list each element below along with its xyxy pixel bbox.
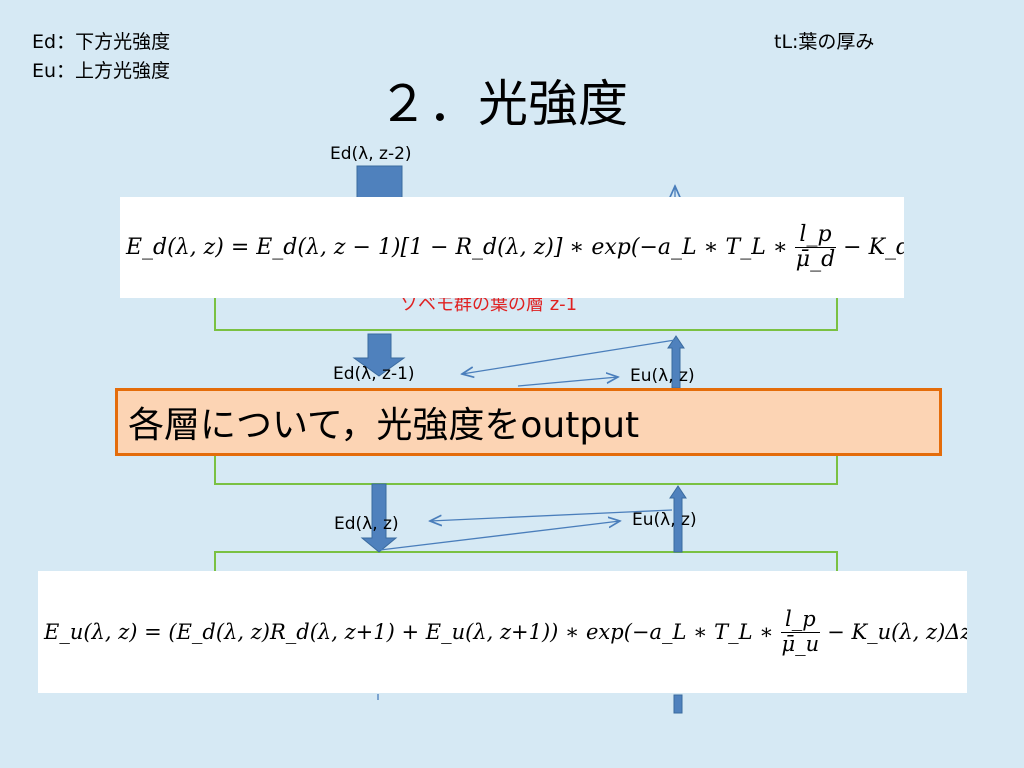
equation-ed-lhs: E_d(λ, z) = E_d(λ, z − 1)[1 − R_d(λ, z)]…	[126, 235, 788, 260]
equation-ed-box: E_d(λ, z) = E_d(λ, z − 1)[1 − R_d(λ, z)]…	[120, 197, 904, 298]
equation-eu-denominator: μ̄_u	[781, 631, 820, 656]
equation-ed-rhs: − K_d(λ, z)Δz)	[843, 235, 904, 260]
up-arrow-lower	[669, 485, 687, 553]
down-arrow-lower	[360, 483, 398, 553]
equation-ed-fraction: l_p μ̄_d	[792, 222, 839, 272]
equation-ed-numerator: l_p	[795, 222, 836, 248]
equation-eu-lhs: E_u(λ, z) = (E_d(λ, z)R_d(λ, z+1) + E_u(…	[44, 620, 774, 644]
equation-eu: E_u(λ, z) = (E_d(λ, z)R_d(λ, z+1) + E_u(…	[38, 571, 967, 693]
legend-ed: Ed：下方光強度	[32, 31, 171, 53]
label-eu-z-upper: Eu(λ, z)	[630, 366, 695, 386]
up-arrow-bottom-stub	[673, 694, 683, 714]
label-eu-z-lower: Eu(λ, z)	[632, 510, 697, 530]
equation-eu-box: E_u(λ, z) = (E_d(λ, z)R_d(λ, z+1) + E_u(…	[38, 571, 967, 693]
output-banner-text: 各層について，光強度をoutput	[128, 405, 640, 446]
legend-tl: tL:葉の厚み	[774, 31, 875, 53]
equation-ed-denominator: μ̄_d	[795, 247, 836, 272]
equation-ed: E_d(λ, z) = E_d(λ, z − 1)[1 − R_d(λ, z)]…	[120, 197, 904, 298]
label-layer-upper: ソベモ群の葉の層 z-1	[400, 294, 578, 315]
equation-eu-numerator: l_p	[780, 608, 820, 633]
label-ed-z1: Ed(λ, z-1)	[333, 364, 415, 384]
legend-eu: Eu：上方光強度	[32, 60, 171, 82]
label-ed-z2: Ed(λ, z-2)	[330, 144, 412, 164]
thin-arrow-left-lower	[430, 509, 673, 521]
thin-arrow-left-upper	[462, 339, 676, 374]
down-arrow-middle	[352, 333, 406, 377]
thin-arrow-right-lower	[379, 521, 620, 551]
page-title: ２．光強度	[378, 75, 628, 133]
output-banner: 各層について，光強度をoutput	[115, 388, 942, 456]
equation-eu-fraction: l_p μ̄_u	[777, 608, 823, 655]
thin-arrow-right-upper	[517, 377, 618, 387]
equation-eu-rhs: − K_u(λ, z)Δz)	[827, 620, 967, 644]
label-ed-z: Ed(λ, z)	[334, 514, 399, 534]
